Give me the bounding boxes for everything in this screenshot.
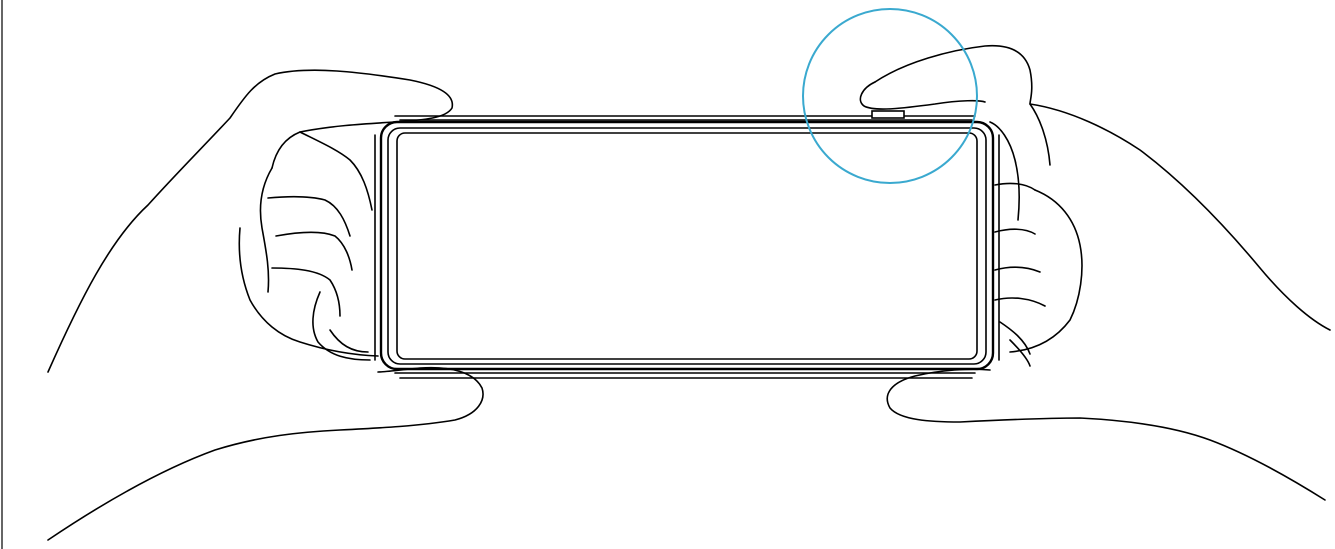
right-hand bbox=[860, 46, 1330, 500]
left-hand bbox=[48, 70, 483, 540]
shutter-button bbox=[872, 111, 904, 118]
shutter-highlight-circle bbox=[803, 9, 977, 183]
phone-body bbox=[375, 116, 999, 378]
